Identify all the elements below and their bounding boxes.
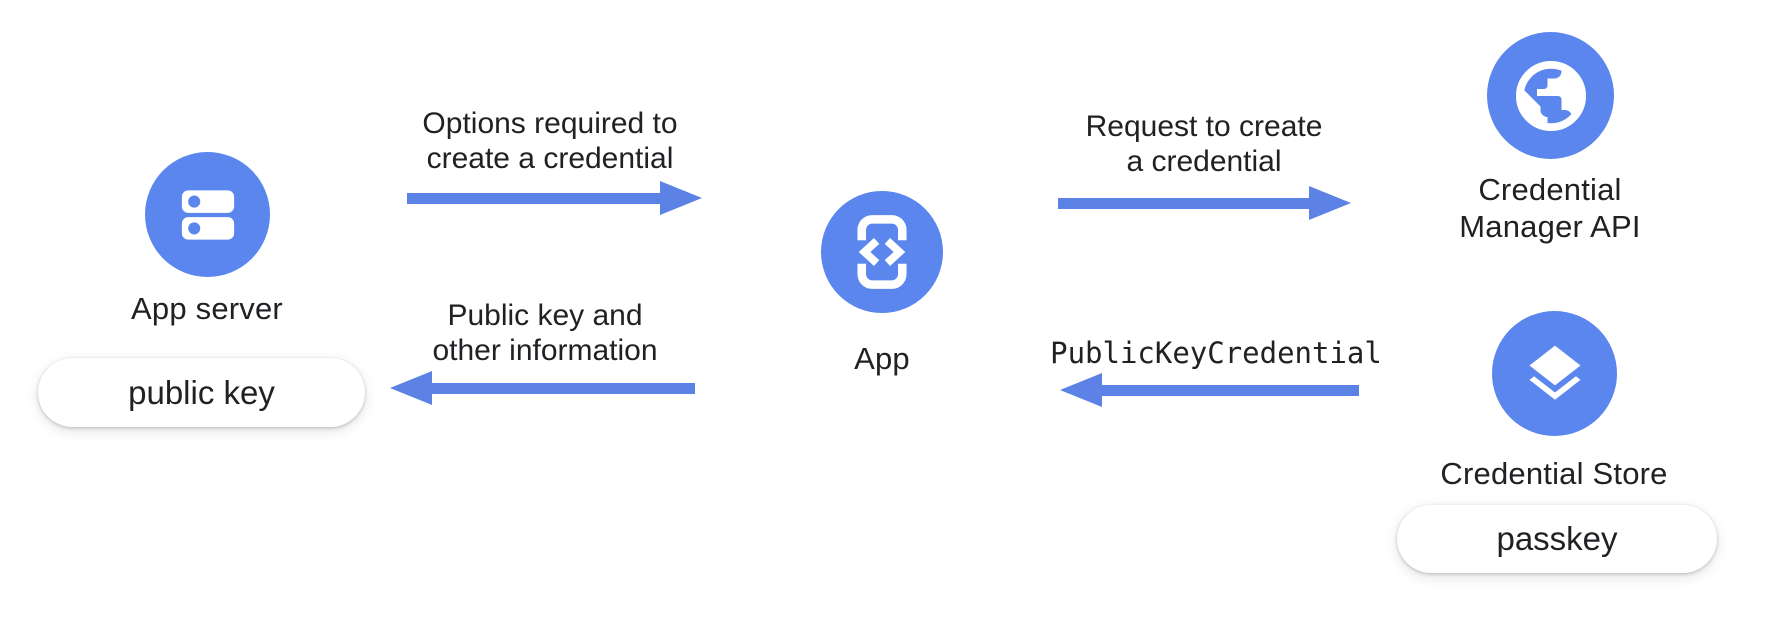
options-arrow-head [660,181,702,215]
passkey-pill-label: passkey [1496,520,1618,557]
request-arrow-shaft [1058,198,1310,209]
app-label: App [854,341,910,376]
app-node [821,191,943,313]
publickey-info-arrow-label-line2: other information [432,334,658,367]
publickey-info-arrow-head [390,371,432,405]
options-arrow-label-line2: create a credential [426,142,674,175]
request-arrow-label: Request to create a credential [1004,109,1404,179]
request-arrow-label-line1: Request to create [1085,110,1323,143]
credential-manager-node [1487,32,1614,159]
passkey-pill: passkey [1397,505,1717,573]
app-server-node [145,152,270,277]
public-key-pill: public key [38,358,365,427]
options-arrow-label: Options required to create a credential [350,106,750,176]
publickey-info-arrow-label-line1: Public key and [447,299,643,332]
credential-store-label: Credential Store [1440,456,1668,491]
app-server-label: App server [131,291,283,326]
server-icon [181,189,234,240]
request-arrow-label-line2: a credential [1126,145,1282,178]
options-arrow-label-line1: Options required to [422,107,678,140]
options-arrow-shaft [407,193,662,204]
globe-icon [1515,60,1586,131]
credential-store-node [1492,311,1617,436]
request-arrow-head [1309,186,1351,220]
credential-manager-label-line2: Manager API [1459,209,1641,244]
publickeycredential-arrow-head [1060,373,1102,407]
public-key-pill-label: public key [128,373,275,411]
publickeycredential-arrow-label: PublicKeyCredential [1050,336,1382,370]
credential-manager-label-line1: Credential [1478,172,1622,207]
credential-manager-label: Credential Manager API [1400,171,1700,245]
phone-code-icon [854,215,910,289]
layers-icon [1529,345,1580,400]
publickeycredential-arrow-shaft [1101,385,1359,396]
publickey-info-arrow-shaft [431,383,695,394]
publickey-info-arrow-label: Public key and other information [345,298,745,368]
